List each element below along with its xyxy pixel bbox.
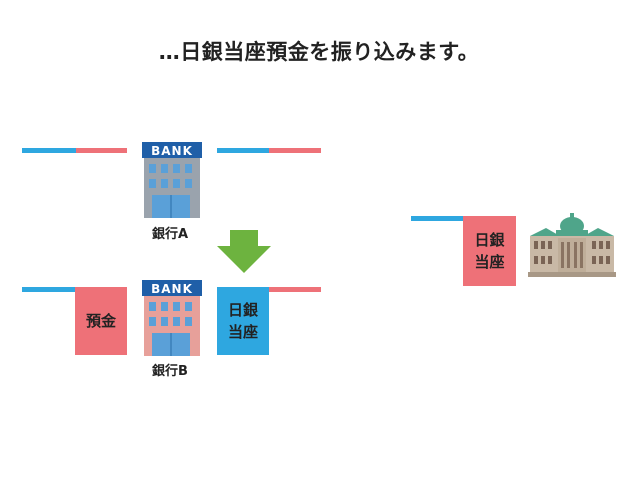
boj-account-label-line1: 日銀 [227, 301, 258, 319]
deposit-label: 預金 [85, 312, 116, 330]
bank-b-building-icon: BANK [142, 280, 202, 356]
boj-current-account-box: 日銀 当座 [463, 216, 516, 286]
bank-b-label: 銀行B [152, 364, 188, 379]
down-arrow-icon [217, 230, 271, 273]
bank-b-deposit-box: 預金 [75, 287, 127, 355]
boj-label-line1: 日銀 [474, 231, 505, 249]
bank-b-asset-bar [22, 287, 76, 292]
boj-asset-bar [411, 216, 463, 221]
page-title: …日銀当座預金を振り込みます。 [158, 40, 480, 64]
bank-b-liability-bar [269, 287, 321, 292]
bank-a-right-liability-bar [269, 148, 321, 153]
bank-a-building-icon: BANK [142, 142, 202, 218]
bank-a-left-liability-bar [76, 148, 127, 153]
boj-account-label-line2: 当座 [227, 323, 258, 341]
bank-b-boj-account-box: 日銀 当座 [217, 287, 269, 355]
bank-a-left-asset-bar [22, 148, 76, 153]
bank-b-sign-text: BANK [151, 282, 193, 296]
bank-of-japan-building-icon [528, 213, 616, 277]
bank-a-sign-text: BANK [151, 144, 193, 158]
bank-a-right-asset-bar [217, 148, 269, 153]
bank-a-label: 銀行A [152, 227, 189, 242]
boj-label-line2: 当座 [474, 253, 505, 271]
